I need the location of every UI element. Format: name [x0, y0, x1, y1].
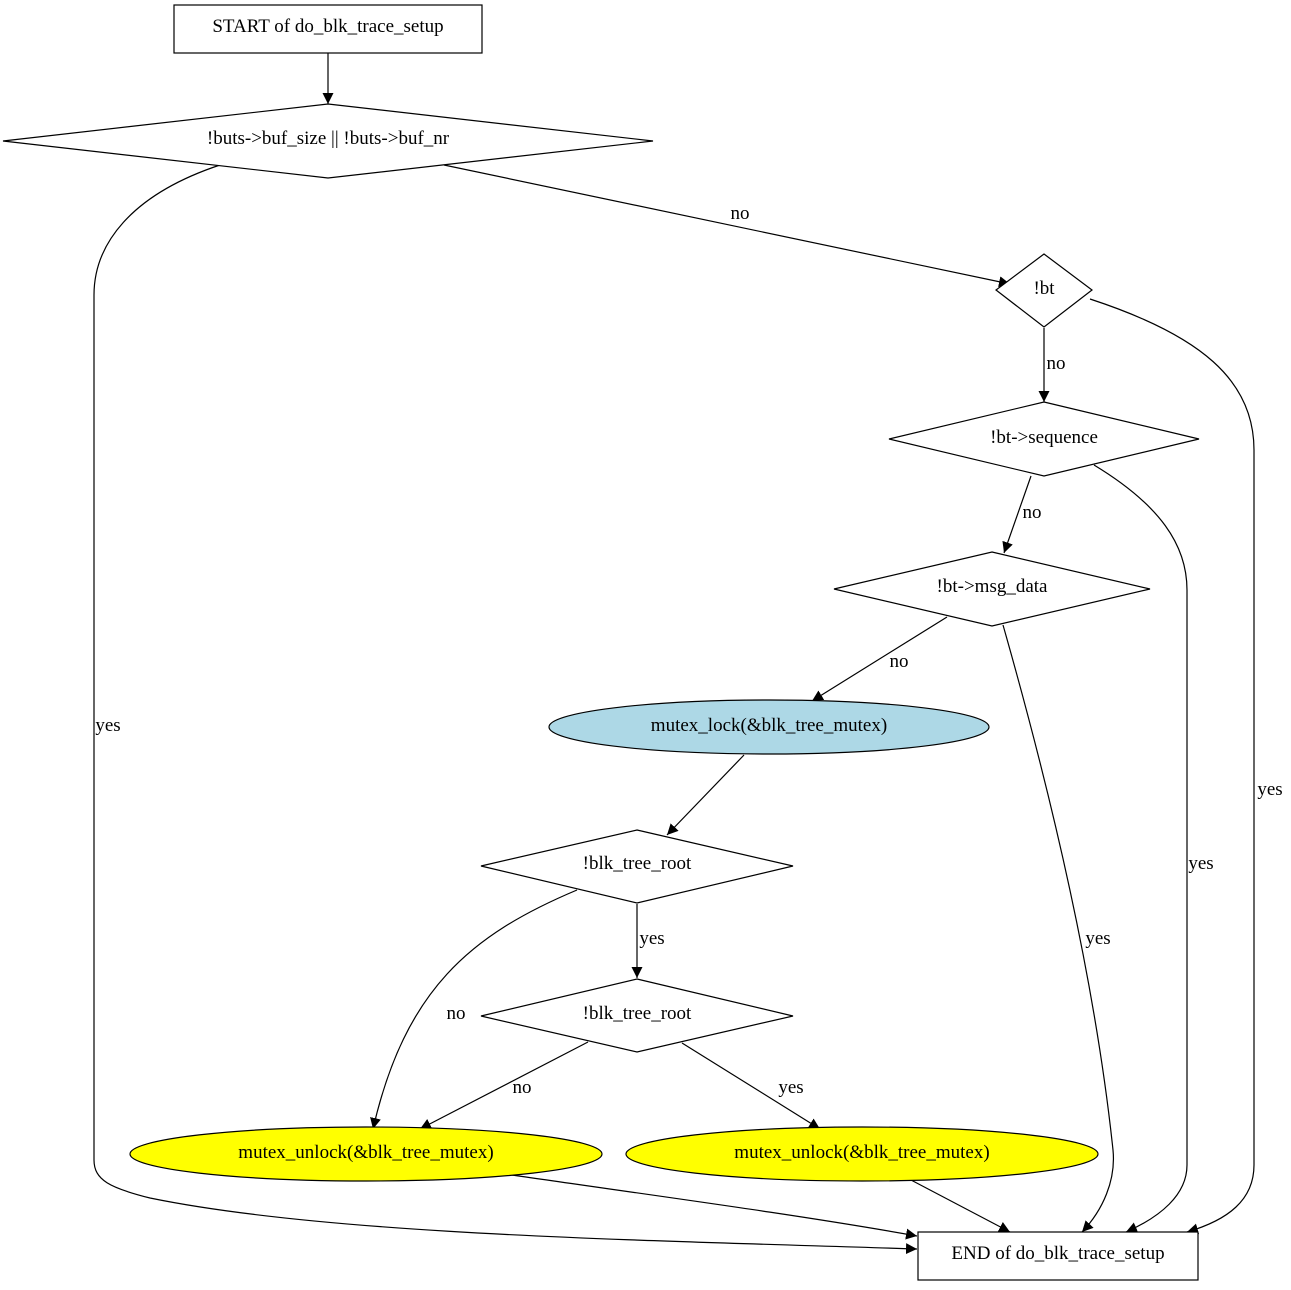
edge-unlock-left-to-end	[511, 1174, 918, 1240]
mutex-unlock-left-label: mutex_unlock(&blk_tree_mutex)	[238, 1142, 493, 1163]
condition-msg-data-node: !bt->msg_data	[833, 551, 1151, 627]
edge-bt-yes	[1089, 298, 1255, 1235]
end-node-label: END of do_blk_trace_setup	[951, 1243, 1164, 1264]
end-node: END of do_blk_trace_setup	[917, 1231, 1199, 1281]
label-seq-yes: yes	[1188, 853, 1213, 874]
condition-bt-label: !bt	[1033, 278, 1055, 299]
condition-root2-label: !blk_tree_root	[583, 1003, 692, 1024]
condition-buts-label: !buts->buf_size || !buts->buf_nr	[207, 128, 450, 149]
condition-buts-node: !buts->buf_size || !buts->buf_nr	[2, 103, 654, 179]
condition-root2-node: !blk_tree_root	[480, 978, 794, 1053]
label-msg-yes: yes	[1085, 928, 1110, 949]
label-msg-no: no	[890, 651, 909, 672]
condition-root1-label: !blk_tree_root	[583, 853, 692, 874]
label-buts-no: no	[731, 203, 750, 224]
edge-root1-no	[370, 889, 578, 1130]
label-seq-no: no	[1023, 502, 1042, 523]
label-root1-yes: yes	[639, 928, 664, 949]
condition-sequence-label: !bt->sequence	[990, 427, 1098, 448]
edge-msg-no	[811, 616, 948, 702]
label-root2-no: no	[513, 1077, 532, 1098]
mutex-unlock-right-node: mutex_unlock(&blk_tree_mutex)	[625, 1126, 1099, 1182]
label-buts-yes: yes	[95, 715, 120, 736]
condition-sequence-node: !bt->sequence	[888, 401, 1200, 477]
edge-seq-no	[1002, 475, 1032, 554]
mutex-lock-label: mutex_lock(&blk_tree_mutex)	[651, 715, 887, 736]
mutex-unlock-right-label: mutex_unlock(&blk_tree_mutex)	[734, 1142, 989, 1163]
edge-seq-yes	[1093, 464, 1188, 1233]
mutex-lock-node: mutex_lock(&blk_tree_mutex)	[548, 699, 990, 755]
edge-root2-yes	[681, 1042, 821, 1130]
label-root1-no: no	[447, 1003, 466, 1024]
edge-root2-no	[419, 1041, 589, 1130]
mutex-unlock-left-node: mutex_unlock(&blk_tree_mutex)	[129, 1126, 603, 1182]
label-root2-yes: yes	[778, 1077, 803, 1098]
condition-bt-node: !bt	[995, 253, 1093, 328]
condition-msg-data-label: !bt->msg_data	[937, 576, 1049, 597]
start-node: START of do_blk_trace_setup	[173, 4, 483, 54]
label-bt-no: no	[1047, 353, 1066, 374]
edge-buts-yes	[93, 164, 918, 1255]
start-node-label: START of do_blk_trace_setup	[212, 16, 443, 37]
edge-unlock-right-to-end	[910, 1179, 1011, 1233]
label-bt-yes: yes	[1257, 779, 1282, 800]
edge-buts-no	[443, 164, 1011, 288]
condition-root1-node: !blk_tree_root	[480, 829, 794, 904]
edge-lock-to-root1	[666, 754, 745, 836]
edge-msg-yes	[1002, 624, 1115, 1233]
